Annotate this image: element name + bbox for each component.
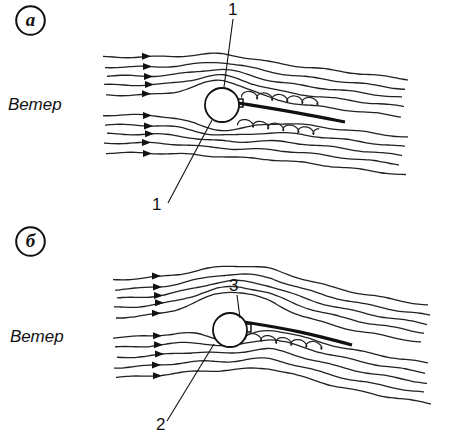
flow-arrowhead <box>145 81 154 88</box>
streamline <box>116 292 421 342</box>
flow-arrowhead <box>153 332 162 339</box>
panel-letter-circle: б <box>15 226 46 257</box>
flow-arrowhead <box>154 292 163 299</box>
flow-arrowhead <box>145 130 154 137</box>
streamline <box>106 152 406 174</box>
wind-label: Ветер <box>8 96 62 113</box>
flow-arrowhead <box>142 90 151 97</box>
flow-arrowhead <box>155 299 164 306</box>
panel-letter: а <box>26 10 36 29</box>
streamline <box>104 142 399 165</box>
flow-arrowhead <box>144 73 153 80</box>
streamline <box>103 53 408 80</box>
leader-line <box>237 295 240 318</box>
flow-arrowhead <box>152 272 161 279</box>
flow-panel <box>103 53 408 175</box>
cylinder <box>213 313 247 347</box>
flow-arrowhead <box>153 283 162 290</box>
flow-panel <box>113 266 431 404</box>
flow-arrowhead <box>155 350 164 357</box>
flow-arrowhead <box>142 53 151 60</box>
flow-arrowhead <box>143 112 152 119</box>
flow-arrowhead <box>144 123 153 130</box>
streamline <box>113 266 428 305</box>
wind-label: Ветер <box>10 328 64 345</box>
letter-circle <box>16 6 45 35</box>
panel-letter: б <box>26 231 35 250</box>
flow-arrowhead <box>143 63 152 70</box>
wake-line <box>238 103 345 122</box>
callout-number: 1 <box>228 1 237 18</box>
wake-vortex <box>238 120 320 135</box>
flow-arrowhead <box>143 150 152 157</box>
streamline <box>107 133 402 155</box>
panel-letter-circle: а <box>15 5 46 36</box>
leader-line <box>168 120 212 203</box>
streamline <box>115 340 425 373</box>
flow-arrowhead <box>142 139 151 146</box>
streamline <box>114 358 424 392</box>
wake-vortex <box>246 334 322 349</box>
callout-number: 2 <box>156 416 165 433</box>
flow-arrowhead <box>154 341 163 348</box>
streamline <box>116 368 431 404</box>
flow-arrowhead <box>152 310 161 317</box>
wake-vortex <box>242 91 318 104</box>
callout-number: 3 <box>229 277 238 294</box>
streamline <box>106 80 401 117</box>
flow-arrowhead <box>152 361 161 368</box>
leader-line <box>167 344 214 421</box>
flow-arrowhead <box>153 372 162 379</box>
cylinder <box>205 88 239 122</box>
leader-line <box>224 19 233 87</box>
streamline <box>117 348 427 383</box>
callout-number: 1 <box>152 196 161 213</box>
letter-circle <box>16 227 45 256</box>
wake-line <box>244 322 352 345</box>
